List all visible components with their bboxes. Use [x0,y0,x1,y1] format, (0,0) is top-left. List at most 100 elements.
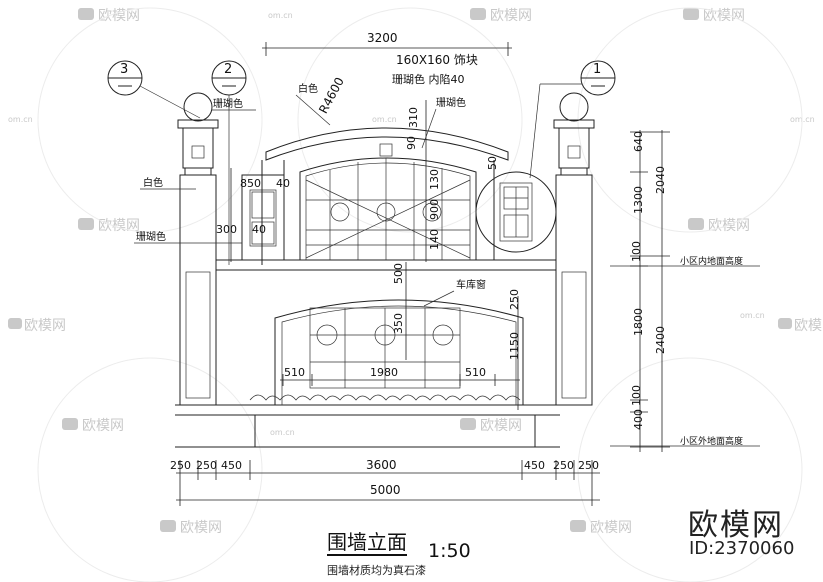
drawing-subtitle: 围墙材质均为真石漆 [327,564,426,577]
svg-text:欧模网: 欧模网 [24,318,66,334]
svg-text:欧模网: 欧模网 [82,418,124,434]
svg-text:250: 250 [170,459,191,472]
svg-text:300: 300 [216,223,237,236]
right-lamp-globe [559,92,589,122]
label-coral-2: 珊瑚色 [136,230,166,243]
label-coral-inset: 珊瑚色 内陷40 [392,72,465,86]
watermark-logo-icon: 欧模网 [78,218,140,234]
upper-window-frame [299,157,477,260]
svg-text:640: 640 [632,131,645,152]
label-outer-ground: 小区外地面高度 [680,435,743,447]
drawing-scale: 1:50 [428,540,471,562]
left-pillar [177,92,219,406]
svg-text:1: 1 [593,62,601,77]
brand-id: ID:2370060 [689,538,795,559]
left-lamp-globe [183,92,213,122]
watermark-logo-icon: 欧模网 [62,418,124,434]
svg-text:1980: 1980 [370,366,398,379]
label-white-1: 白色 [298,82,318,95]
top-dimension: 3200 [262,31,512,56]
watermark-logo-icon: 欧模网 [160,520,222,536]
svg-text:欧模网: 欧模网 [703,8,745,24]
label-garage-window: 车库窗 [456,278,486,291]
svg-text:欧模网: 欧模网 [490,8,532,24]
svg-text:3: 3 [120,62,128,77]
shrub-outline [249,394,521,401]
watermark-logo-icon: 欧模网 [78,8,140,24]
svg-text:欧模网: 欧模网 [590,520,632,536]
svg-text:250: 250 [196,459,217,472]
svg-text:250: 250 [578,459,599,472]
watermark-url: om.cn [270,428,295,437]
svg-text:欧模网: 欧模网 [98,8,140,24]
watermark-url: om.cn [372,115,397,124]
svg-text:3600: 3600 [366,458,397,472]
svg-text:510: 510 [465,366,486,379]
svg-text:450: 450 [524,459,545,472]
arch-cap [265,127,509,161]
label-white-2: 白色 [143,176,163,189]
callout-1: 1 [529,60,616,179]
svg-text:欧模网: 欧模网 [794,318,823,334]
watermark-logo-icon: 欧模网 [688,218,750,234]
svg-text:250: 250 [553,459,574,472]
callout-2: 2 [211,60,263,265]
svg-text:100: 100 [630,385,643,406]
inner-dimensions: 850 40 300 40 310 90 50 130 900 140 500 … [216,100,521,410]
svg-text:欧模网: 欧模网 [708,218,750,234]
right-pillar [553,92,595,406]
watermark-logo-icon: 欧模网 [460,418,522,434]
watermark-url: om.cn [268,11,293,20]
label-radius: R4600 [316,75,347,116]
svg-text:140: 140 [428,229,441,250]
svg-text:1150: 1150 [508,332,521,360]
svg-text:2: 2 [224,62,232,77]
ornament-block [379,143,393,157]
svg-text:2400: 2400 [654,326,667,354]
callout-3: 3 [107,60,201,119]
watermark-logo-icon: 欧模网 [570,520,632,536]
label-coral-1: 珊瑚色 [213,97,243,110]
brand-logo: 欧模网 [688,508,784,543]
watermark-url: om.cn [740,311,765,320]
watermark-logo-icon: 欧模网 [470,8,532,24]
garage-window-frame [274,299,524,405]
svg-text:900: 900 [428,199,441,220]
watermark-logo-icon: 欧模网 [778,318,823,334]
garage-lattice [309,307,461,389]
svg-text:1300: 1300 [632,186,645,214]
svg-text:欧模网: 欧模网 [180,520,222,536]
svg-text:400: 400 [632,409,645,430]
svg-text:3200: 3200 [367,31,398,45]
svg-text:450: 450 [221,459,242,472]
svg-text:130: 130 [428,169,441,190]
label-inner-ground: 小区内地面高度 [680,255,743,267]
svg-text:40: 40 [252,223,266,236]
svg-text:850: 850 [240,177,261,190]
watermark-logo-icon: 欧模网 [683,8,745,24]
svg-text:5000: 5000 [370,483,401,497]
svg-text:40: 40 [276,177,290,190]
label-block: 160X160 饰块 [396,53,478,67]
svg-text:50: 50 [486,156,499,170]
label-coral-3: 珊瑚色 [436,96,466,109]
right-dimensions: 640 1300 100 1800 100 400 2040 2400 [630,130,670,452]
svg-text:欧模网: 欧模网 [98,218,140,234]
bottom-dimensions: 250 250 450 3600 450 250 250 5000 [170,458,600,506]
svg-text:250: 250 [508,289,521,310]
upper-lattice [305,158,471,260]
svg-text:2040: 2040 [654,166,667,194]
watermark-url: om.cn [8,115,33,124]
svg-text:500: 500 [392,263,405,284]
svg-text:90: 90 [405,136,418,150]
planter-base [254,414,536,448]
svg-text:100: 100 [630,241,643,262]
watermark-layer: 欧模网 欧模网 欧模网 欧模网 欧模网 欧模网 欧模网 欧模网 [8,7,823,582]
round-lattice-window [475,171,557,253]
svg-text:1800: 1800 [632,308,645,336]
main-wall [216,127,557,405]
watermark-logo-icon: 欧模网 [8,318,66,334]
window-dimensions: 510 1980 510 [280,366,520,386]
svg-text:350: 350 [392,313,405,334]
